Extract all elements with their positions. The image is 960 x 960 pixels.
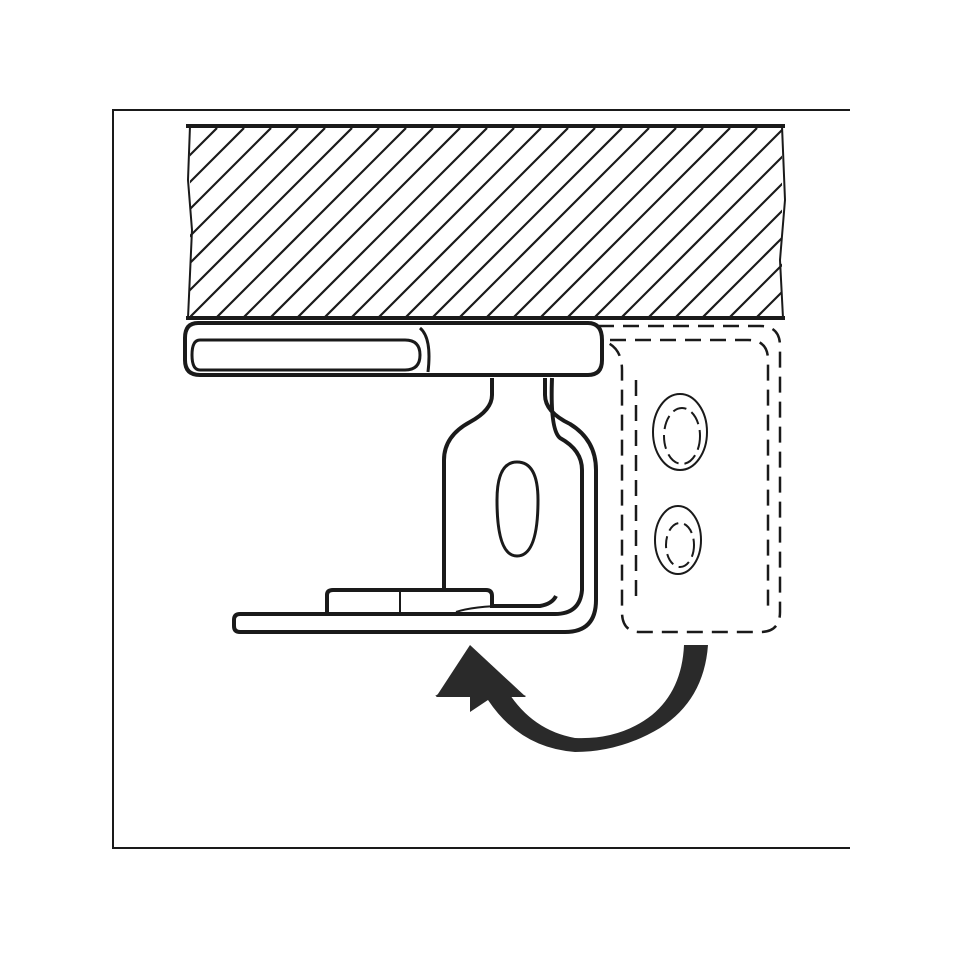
hatch-line xyxy=(513,128,704,316)
hatch-line xyxy=(351,128,542,316)
rotated-bracket-ghost xyxy=(598,324,782,634)
hatch-line xyxy=(216,128,407,316)
hatch-line xyxy=(378,128,569,316)
hatch-line xyxy=(621,155,782,316)
rotation-arrow-head xyxy=(436,645,526,697)
hatch-line xyxy=(432,128,623,316)
hatch-line xyxy=(190,128,380,316)
hatch-line xyxy=(567,128,758,316)
hatch-line xyxy=(190,128,272,211)
rotation-arrow-icon xyxy=(435,645,708,752)
hatch-line xyxy=(190,128,299,238)
hatch-line xyxy=(190,128,191,130)
frame-border xyxy=(112,109,850,849)
hinge-plate xyxy=(183,321,604,377)
hatch-line xyxy=(190,128,245,184)
hatch-line xyxy=(810,128,960,318)
hatch-line xyxy=(594,128,782,316)
hatch-line xyxy=(783,128,960,318)
hatched-panel xyxy=(186,124,960,320)
keyhole-slot-icon xyxy=(495,460,540,558)
hatch-line xyxy=(837,128,960,318)
hatch-line xyxy=(190,128,353,292)
hatch-line xyxy=(324,128,515,316)
hatch-line xyxy=(891,128,960,318)
hatch-line xyxy=(459,128,650,316)
screw-hole-icon xyxy=(652,393,708,575)
hatch-line xyxy=(675,209,782,316)
hatch-line xyxy=(243,128,434,316)
hatch-line xyxy=(405,128,596,316)
hatch-line xyxy=(756,290,782,316)
hatch-line xyxy=(648,182,782,316)
hinge-bracket xyxy=(232,377,598,634)
hatch-line xyxy=(702,236,782,316)
hatch-line xyxy=(729,263,782,316)
hatch-line xyxy=(540,128,731,316)
hatch-line xyxy=(297,128,488,316)
hatch-line xyxy=(918,128,960,318)
hatch-line xyxy=(945,128,960,318)
hatch-line xyxy=(864,128,960,318)
hatch-line xyxy=(486,128,677,316)
hatch-line xyxy=(270,128,461,316)
hatch-line xyxy=(190,128,326,265)
